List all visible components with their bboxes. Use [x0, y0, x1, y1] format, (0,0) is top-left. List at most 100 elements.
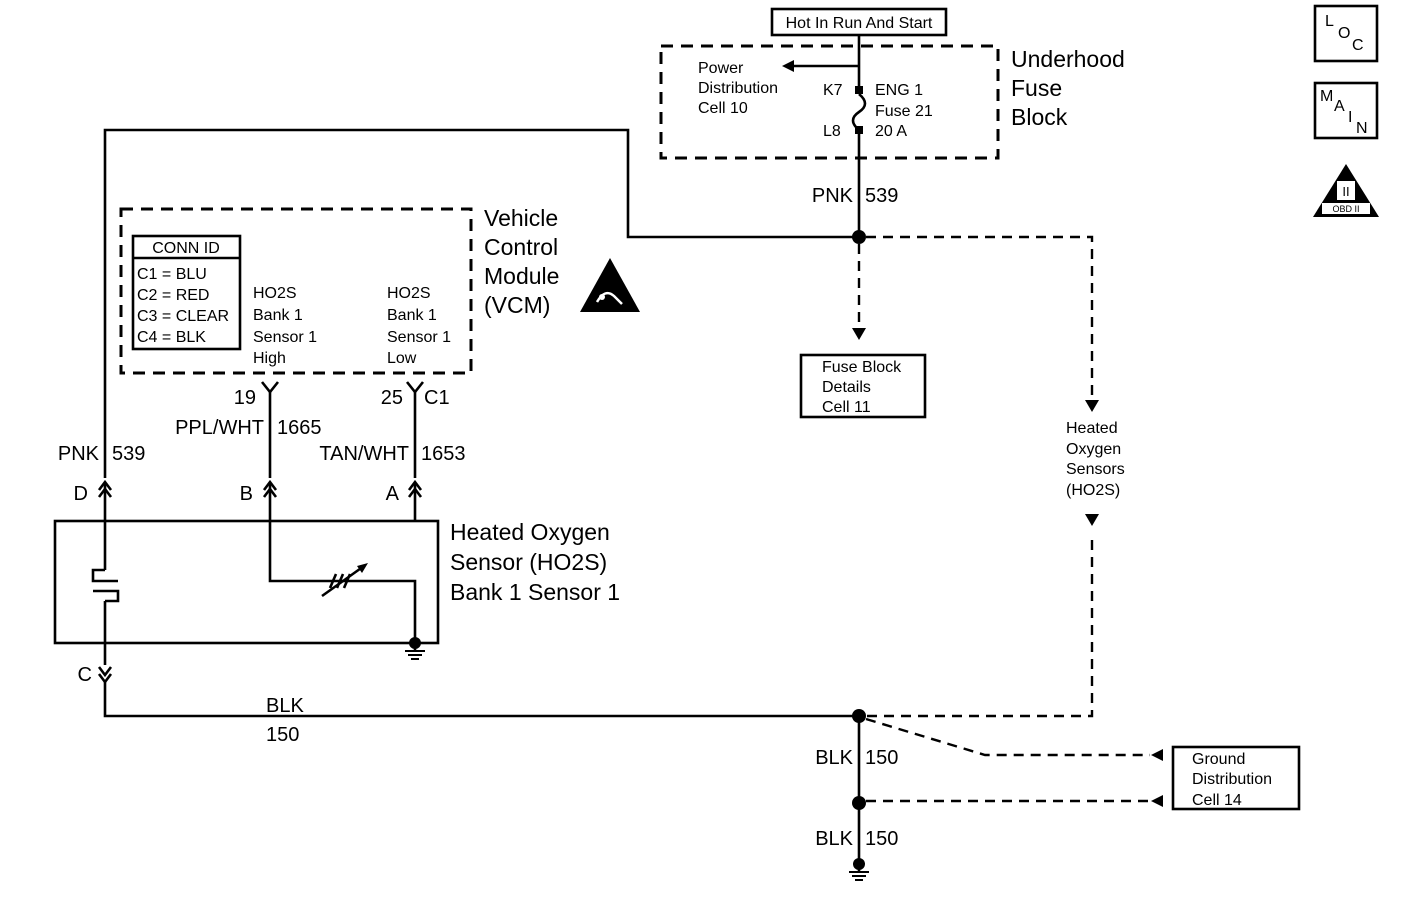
svg-text:C4 = BLK: C4 = BLK — [137, 329, 206, 346]
arrow-down-icon — [852, 328, 866, 340]
pin-l8: L8 — [823, 123, 841, 140]
fuse-rating: 20 A — [875, 123, 907, 140]
svg-text:C: C — [1352, 37, 1364, 54]
svg-text:Details: Details — [822, 379, 871, 396]
arrow-left-icon — [782, 60, 794, 72]
ground-distribution-ref: Ground Distribution Cell 14 — [1171, 745, 1301, 811]
feed-wire-circuit: 539 — [865, 185, 898, 207]
svg-text:Bank 1 Sensor 1: Bank 1 Sensor 1 — [450, 579, 620, 605]
tan-wire-circuit: 1653 — [421, 443, 466, 465]
arrow-left-icon-3 — [1151, 795, 1163, 807]
power-dist-ref-2: Distribution — [698, 80, 778, 97]
ho2s-ref-4: (HO2S) — [1066, 482, 1120, 499]
svg-text:Fuse Block: Fuse Block — [822, 359, 902, 376]
svg-text:L: L — [1325, 13, 1334, 30]
svg-text:B: B — [240, 483, 253, 505]
svg-text:C: C — [78, 664, 92, 686]
svg-text:Cell 11: Cell 11 — [822, 399, 871, 416]
ho2s-ref-2: Oxygen — [1066, 441, 1121, 458]
obd-ii-icon[interactable]: II OBD II — [1313, 164, 1379, 217]
svg-text:M: M — [1320, 88, 1333, 105]
blk-drop2-circuit: 150 — [865, 828, 898, 850]
fuse-block-details-ref: Fuse Block Details Cell 11 — [799, 353, 927, 419]
ho2s-high-label-1: HO2S — [253, 285, 297, 302]
power-dist-ref-1: Power — [698, 60, 744, 77]
blk-main-circuit: 150 — [266, 724, 299, 746]
ho2s-high-label-3: Sensor 1 — [253, 329, 317, 346]
tan-wire-color: TAN/WHT — [319, 443, 409, 465]
esd-warning-icon — [580, 258, 640, 312]
pnk-539-wire — [103, 128, 859, 478]
svg-text:Control: Control — [484, 234, 558, 260]
fuse-number: Fuse 21 — [875, 103, 933, 120]
ho2s-low-label-1: HO2S — [387, 285, 431, 302]
main-icon[interactable]: M A I N — [1313, 81, 1379, 140]
svg-text:A: A — [1334, 98, 1345, 115]
hot-in-run-label-box: Hot In Run And Start — [770, 7, 948, 37]
blk-drop1-circuit: 150 — [865, 747, 898, 769]
blk-150-wire — [103, 682, 859, 718]
svg-text:C2 = RED: C2 = RED — [137, 287, 209, 304]
ho2s-low-label-2: Bank 1 — [387, 307, 437, 324]
svg-text:I: I — [1348, 109, 1352, 126]
hot-in-run-label: Hot In Run And Start — [786, 15, 933, 32]
ho2s-low-label-3: Sensor 1 — [387, 329, 451, 346]
ho2s-ref-1: Heated — [1066, 420, 1118, 437]
ho2s-low-label-4: Low — [387, 350, 417, 367]
conn-id-table: CONN ID C1 = BLU C2 = RED C3 = CLEAR C4 … — [131, 234, 242, 351]
blk-drop1-color: BLK — [815, 747, 853, 769]
svg-text:Sensor (HO2S): Sensor (HO2S) — [450, 549, 607, 575]
ground-icon-main — [849, 864, 869, 881]
svg-text:O: O — [1338, 25, 1350, 42]
svg-text:Distribution: Distribution — [1192, 771, 1272, 788]
svg-text:C3 = CLEAR: C3 = CLEAR — [137, 308, 229, 325]
blk-drop2-color: BLK — [815, 828, 853, 850]
pnk-left-color: PNK — [58, 443, 100, 465]
vcm-pin-19: 19 — [234, 387, 256, 409]
ground-icon — [405, 643, 425, 660]
ppl-wire-color: PPL/WHT — [175, 417, 264, 439]
ho2s-high-label-4: High — [253, 350, 286, 367]
svg-text:A: A — [386, 483, 400, 505]
svg-text:C1 = BLU: C1 = BLU — [137, 266, 207, 283]
arrow-down-icon-3 — [1085, 514, 1099, 526]
svg-text:II: II — [1342, 184, 1349, 199]
svg-text:D: D — [74, 483, 88, 505]
svg-text:Vehicle: Vehicle — [484, 205, 558, 231]
svg-text:N: N — [1356, 120, 1368, 137]
ho2s-ref-3: Sensors — [1066, 461, 1125, 478]
svg-text:(VCM): (VCM) — [484, 292, 550, 318]
svg-text:CONN ID: CONN ID — [152, 240, 220, 257]
fuse-block-title-3: Block — [1011, 104, 1068, 130]
pin-19-terminal — [260, 381, 280, 395]
fuse-icon — [851, 93, 867, 131]
blk-main-color: BLK — [266, 695, 304, 717]
pin-k7: K7 — [823, 82, 843, 99]
ho2s-high-label-2: Bank 1 — [253, 307, 303, 324]
power-dist-ref-3: Cell 10 — [698, 100, 748, 117]
heated-oxygen-sensor: Heated Oxygen Sensor (HO2S) Bank 1 Senso… — [53, 519, 620, 660]
svg-text:OBD II: OBD II — [1332, 204, 1359, 214]
svg-text:Cell 14: Cell 14 — [1192, 792, 1242, 809]
arrow-left-icon-2 — [1151, 749, 1163, 761]
loc-icon[interactable]: L O C — [1313, 4, 1379, 63]
svg-text:Module: Module — [484, 263, 559, 289]
vehicle-control-module: Vehicle Control Module (VCM) CONN ID C1 … — [119, 205, 559, 375]
svg-text:Ground: Ground — [1192, 751, 1245, 768]
arrow-down-icon-2 — [1085, 400, 1099, 412]
vcm-pin-25: 25 — [381, 387, 403, 409]
pin-25-terminal — [405, 381, 425, 395]
vcm-connector-c1: C1 — [424, 387, 450, 409]
fuse-block-title-1: Underhood — [1011, 46, 1125, 72]
fuse-name: ENG 1 — [875, 82, 923, 99]
feed-wire-color: PNK — [812, 185, 854, 207]
svg-text:Heated Oxygen: Heated Oxygen — [450, 519, 610, 545]
underhood-fuse-block: Underhood Fuse Block Power Distribution … — [659, 44, 1125, 160]
pnk-left-circuit: 539 — [112, 443, 145, 465]
fuse-block-title-2: Fuse — [1011, 75, 1062, 101]
heater-element-icon — [91, 568, 120, 603]
ppl-wire-circuit: 1665 — [277, 417, 322, 439]
oxygen-sensing-element-icon — [321, 563, 368, 598]
